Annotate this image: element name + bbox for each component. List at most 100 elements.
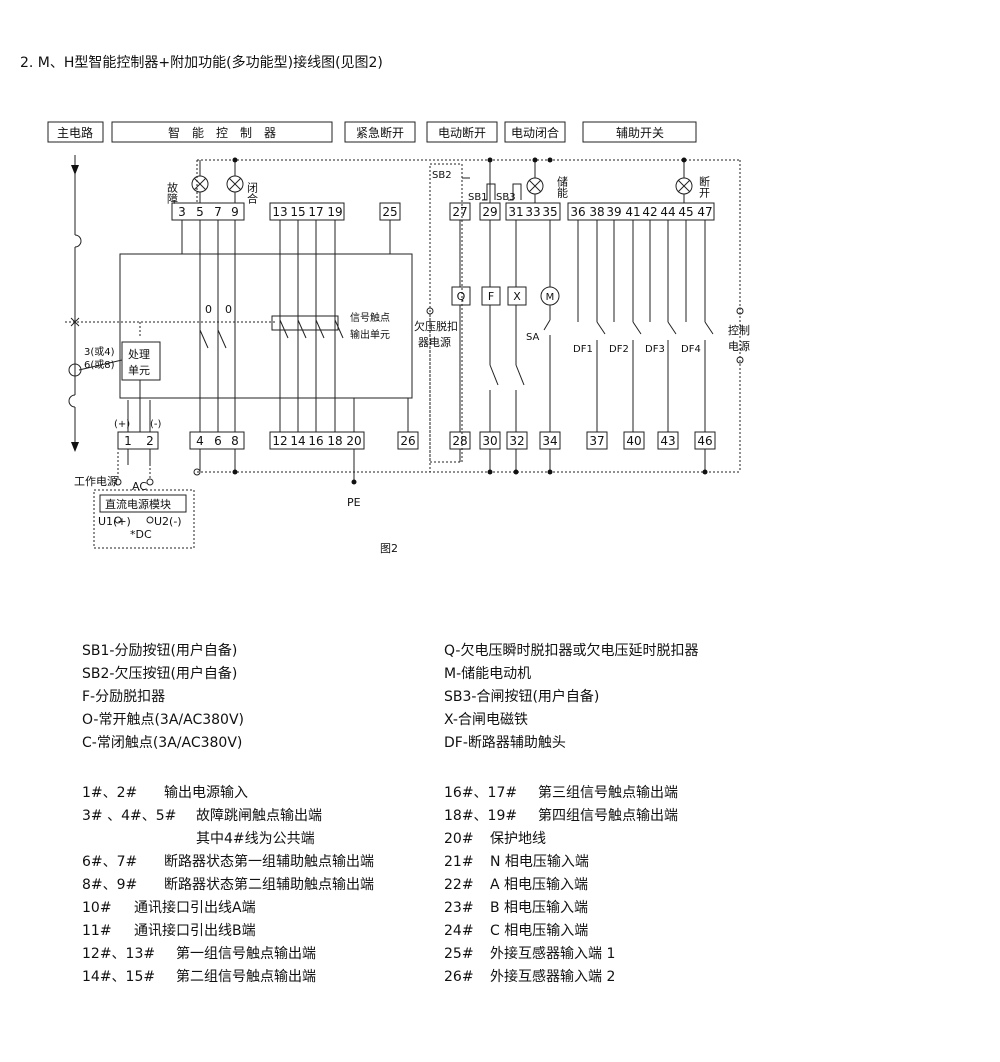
terminal-key: 25# — [444, 946, 474, 962]
u1-label: U1(+) — [98, 515, 131, 528]
sb2-label: SB2 — [432, 170, 452, 181]
terminal-desc: N 相电压输入端 — [490, 854, 589, 870]
ct-label: 6(或8) — [84, 359, 115, 371]
terminal-label: 47 — [697, 205, 712, 219]
ctrl-power-label: 控制 — [728, 323, 750, 337]
terminal-label: 17 — [308, 205, 323, 219]
terminal-desc: 通讯接口引出线A端 — [134, 900, 256, 916]
terminal-label: 39 — [606, 205, 621, 219]
terminal-label: 18 — [327, 434, 342, 448]
ac-label: AC — [132, 480, 147, 493]
terminal-label: 41 — [625, 205, 640, 219]
terminal-desc: 其中4#线为公共端 — [196, 831, 315, 847]
terminal-label: 8 — [231, 434, 239, 448]
terminal-key: 23# — [444, 900, 474, 916]
page-title: 2. M、H型智能控制器+附加功能(多功能型)接线图(见图2) — [20, 55, 383, 71]
pe-label: PE — [347, 496, 361, 509]
q-label: Q — [457, 290, 466, 303]
terminal-label: 13 — [272, 205, 287, 219]
terminal-list-left: 1#、2#输出电源输入 3# 、4#、5#故障跳闸触点输出端 其中4#线为公共端… — [82, 782, 374, 989]
terminal-label: 45 — [678, 205, 693, 219]
section-electric-close: 电动闭合 — [511, 125, 559, 140]
legend-item: SB2-欠压按钮(用户自备) — [82, 666, 238, 682]
terminal-desc: 输出电源输入 — [164, 785, 248, 801]
terminal-label: 27 — [452, 205, 467, 219]
terminal-label: 5 — [196, 205, 204, 219]
terminal-key: 1#、2# — [82, 785, 138, 801]
terminal-key: 20# — [444, 831, 474, 847]
terminal-label: 19 — [327, 205, 342, 219]
terminal-label: 28 — [452, 434, 467, 448]
sa-label: SA — [526, 332, 540, 343]
terminal-label: 26 — [400, 434, 415, 448]
terminal-label: 1 — [124, 434, 132, 448]
minus-label: (-) — [150, 419, 162, 430]
terminal-label: 44 — [660, 205, 675, 219]
terminal-key: 26# — [444, 969, 474, 985]
df4-label: DF4 — [681, 344, 701, 355]
terminal-key: 21# — [444, 854, 474, 870]
terminal-label: 7 — [214, 205, 222, 219]
sb1-label: SB1 — [468, 192, 488, 203]
dc-label: *DC — [130, 528, 152, 541]
terminal-key: 16#、17# — [444, 785, 518, 801]
terminal-key: 10# — [82, 900, 112, 916]
terminal-label: 40 — [626, 434, 641, 448]
contact-o-label: 0 — [205, 303, 212, 316]
terminal-label: 25 — [382, 205, 397, 219]
terminal-label: 9 — [231, 205, 239, 219]
terminal-desc: A 相电压输入端 — [490, 877, 589, 893]
terminal-key: 18#、19# — [444, 808, 518, 824]
terminal-label: 2 — [146, 434, 154, 448]
proc-unit-label: 处理 — [128, 348, 150, 361]
fault-label: 故障 — [166, 181, 179, 204]
df1-label: DF1 — [573, 344, 593, 355]
terminal-label: 46 — [697, 434, 712, 448]
legend-item: O-常开触点(3A/AC380V) — [82, 712, 244, 728]
signal-unit-label: 输出单元 — [350, 328, 390, 341]
terminal-key: 11# — [82, 923, 112, 939]
ct-label: 3(或4) — [84, 346, 115, 358]
terminal-desc: 故障跳闸触点输出端 — [196, 808, 322, 824]
terminal-label: 37 — [589, 434, 604, 448]
terminal-label: 43 — [660, 434, 675, 448]
section-aux-switch: 辅助开关 — [616, 126, 664, 140]
signal-unit-label: 信号触点 — [350, 311, 390, 324]
uv-power-label: 器电源 — [418, 335, 451, 349]
terminal-label: 34 — [542, 434, 557, 448]
terminal-label: 38 — [589, 205, 604, 219]
terminal-key: 24# — [444, 923, 474, 939]
wiring-diagram: 主电路 智 能 控 制 器 紧急断开 电动断开 电动闭合 辅助开关 3 5 7 … — [47, 121, 750, 555]
terminal-label: 16 — [308, 434, 323, 448]
terminal-label: 30 — [482, 434, 497, 448]
terminal-key: 12#、13# — [82, 946, 156, 962]
terminal-desc: 保护地线 — [490, 831, 546, 847]
ctrl-power-label: 电源 — [728, 339, 750, 353]
uv-power-label: 欠压脱扣 — [414, 319, 458, 333]
terminal-key: 6#、7# — [82, 854, 138, 870]
legend-item: M-储能电动机 — [444, 666, 532, 682]
section-main-circuit: 主电路 — [57, 125, 93, 140]
plus-label: (+) — [114, 419, 130, 430]
legend-item: SB1-分励按钮(用户自备) — [82, 643, 238, 659]
terminal-label: 20 — [346, 434, 361, 448]
terminal-label: 32 — [509, 434, 524, 448]
df2-label: DF2 — [609, 344, 629, 355]
store-label: 储能 — [556, 175, 569, 199]
terminal-desc: 断路器状态第一组辅助触点输出端 — [164, 854, 374, 870]
terminal-desc: C 相电压输入端 — [490, 923, 589, 939]
legend-item: Q-欠电压瞬时脱扣器或欠电压延时脱扣器 — [444, 643, 699, 659]
terminal-desc: 断路器状态第二组辅助触点输出端 — [164, 877, 374, 893]
m-label: M — [546, 292, 555, 303]
df3-label: DF3 — [645, 344, 665, 355]
terminal-key: 22# — [444, 877, 474, 893]
terminal-desc: 第二组信号触点输出端 — [176, 969, 316, 985]
legend-item: DF-断路器辅助触头 — [444, 735, 566, 751]
terminal-desc: 外接互感器输入端 1 — [490, 946, 616, 962]
terminal-label: 31 — [508, 205, 523, 219]
terminal-key: 8#、9# — [82, 877, 138, 893]
legend-item: C-常闭触点(3A/AC380V) — [82, 735, 243, 751]
terminal-label: 3 — [178, 205, 186, 219]
terminal-key: 14#、15# — [82, 969, 156, 985]
terminal-label: 42 — [642, 205, 657, 219]
